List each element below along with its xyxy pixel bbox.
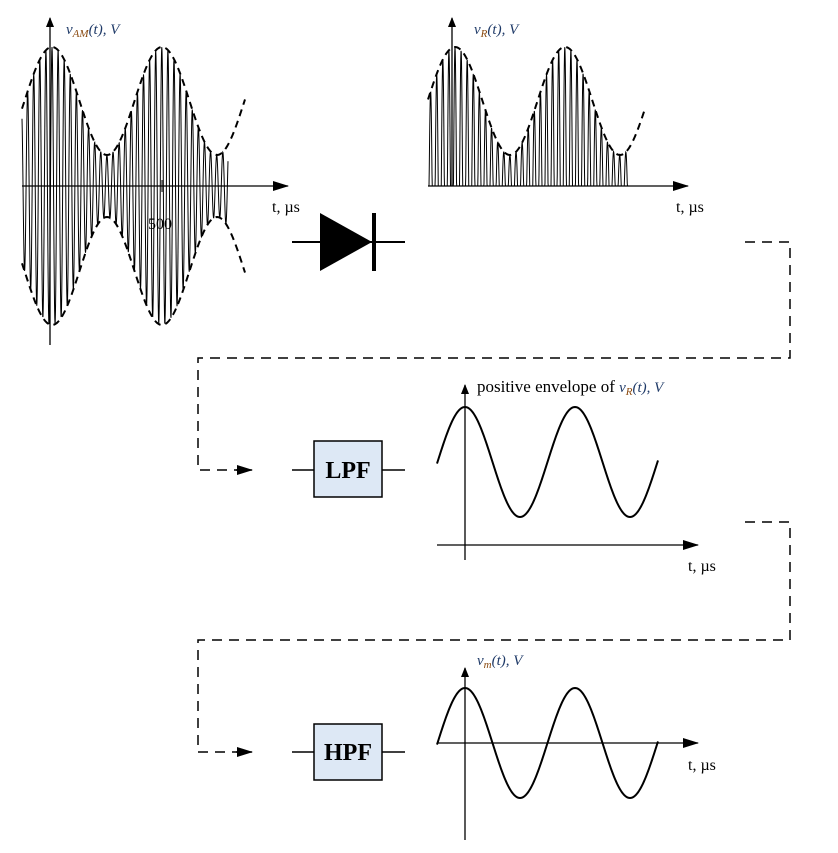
connector-to-hpf: [197, 521, 791, 753]
rectified-y-label: vR(t), V: [474, 22, 520, 40]
am-lower-envelope: [21, 215, 246, 327]
rectified-signal-plot: vR(t), V t, µs: [427, 17, 704, 216]
rectified-envelope: [427, 45, 646, 157]
am-upper-envelope: [21, 45, 246, 157]
message-x-label: t, µs: [688, 757, 716, 774]
lpf-label: LPF: [325, 458, 370, 484]
message-plot: vm(t), V t, µs: [436, 653, 716, 840]
am-y-label: vAM(t), V: [66, 22, 121, 40]
envelope-y-label: positive envelope of vR(t), V: [477, 377, 665, 398]
connector-to-lpf: [197, 241, 791, 471]
hpf-label: HPF: [324, 740, 372, 766]
am-carrier-waveform: [21, 46, 229, 325]
lpf-block: LPF: [292, 440, 405, 498]
diode-icon: [292, 213, 405, 271]
rectified-x-label: t, µs: [676, 199, 704, 216]
am-tick-label: 500: [148, 216, 172, 233]
message-y-label: vm(t), V: [477, 653, 524, 671]
hpf-block: HPF: [292, 723, 405, 781]
envelope-x-label: t, µs: [688, 558, 716, 575]
envelope-waveform: [436, 405, 659, 519]
am-x-label: t, µs: [272, 199, 300, 216]
am-signal-plot: vAM(t), V t, µs 500: [21, 17, 300, 345]
envelope-plot: positive envelope of vR(t), V t, µs: [436, 377, 716, 575]
